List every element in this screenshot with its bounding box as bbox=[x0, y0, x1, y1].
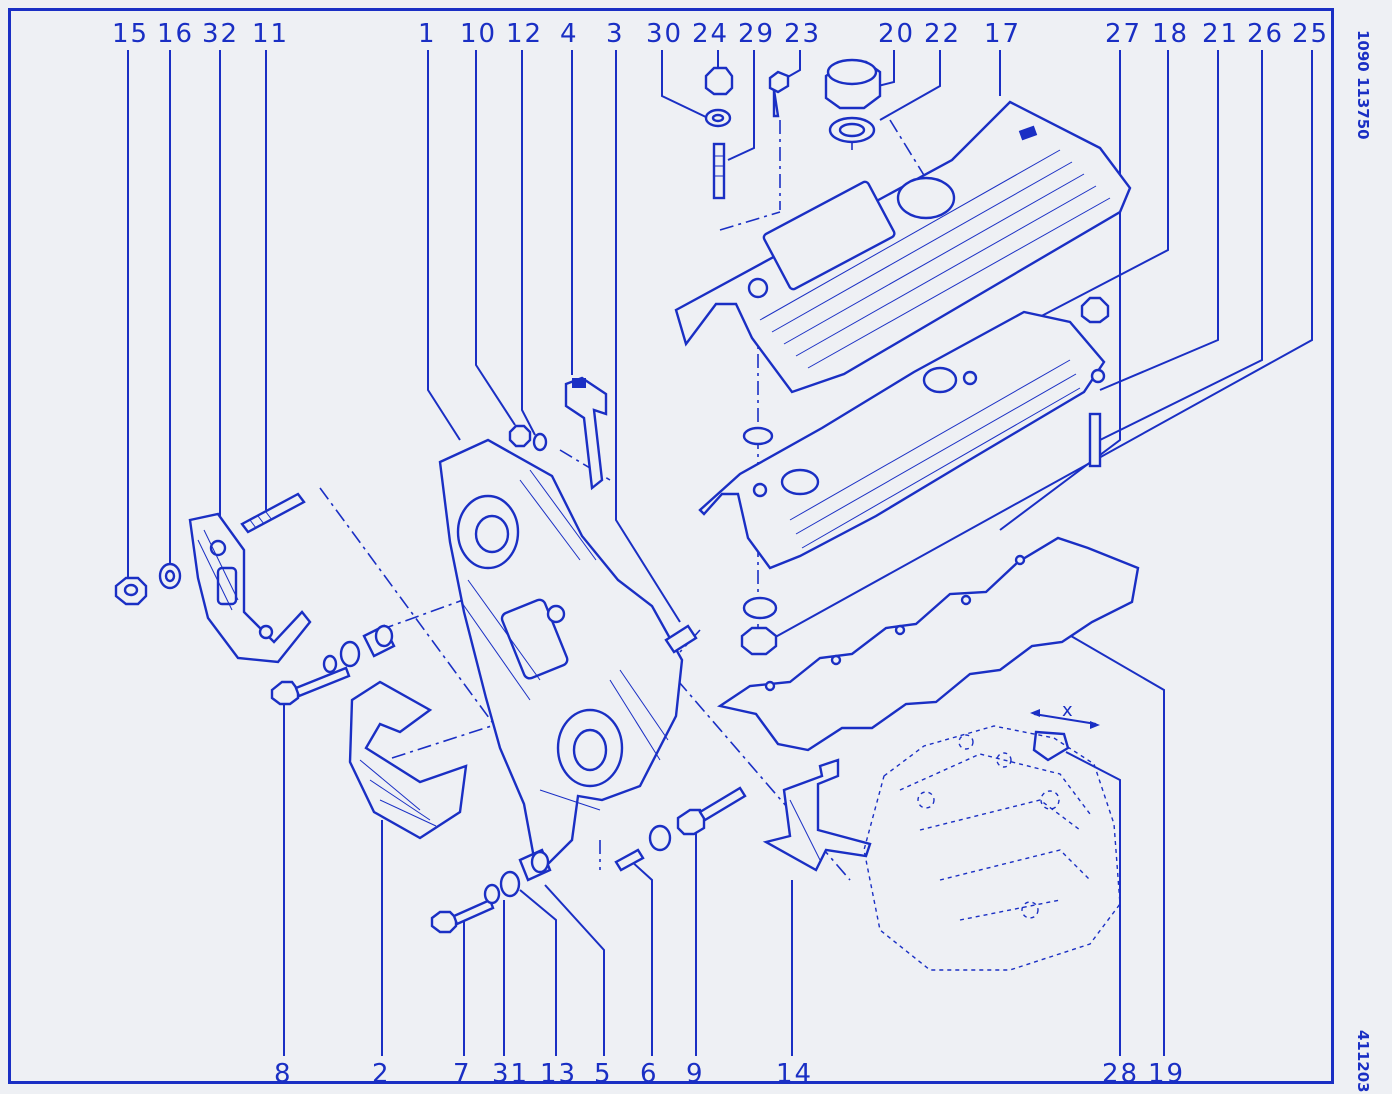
part-7-bolt bbox=[430, 898, 495, 934]
part-32-bracket bbox=[188, 512, 312, 664]
label-3: 3 bbox=[606, 19, 625, 49]
part-1-timing-cover bbox=[438, 438, 684, 866]
engine-block-outline bbox=[863, 725, 1121, 971]
label-23: 23 bbox=[784, 19, 821, 49]
label-19: 19 bbox=[1148, 1059, 1185, 1089]
label-17: 17 bbox=[984, 19, 1021, 49]
label-13: 13 bbox=[540, 1059, 577, 1089]
label-15: 15 bbox=[112, 19, 149, 49]
label-2: 2 bbox=[372, 1059, 391, 1089]
part-16-washer bbox=[158, 562, 182, 590]
part-5-bushing bbox=[518, 848, 552, 882]
label-29: 29 bbox=[738, 19, 775, 49]
part-13-washer bbox=[499, 870, 521, 898]
part-17-valve-cover bbox=[674, 100, 1132, 394]
part-4-bracket bbox=[564, 376, 608, 491]
part-18-inner-cover bbox=[698, 310, 1106, 570]
label-9: 9 bbox=[686, 1059, 705, 1089]
label-22: 22 bbox=[924, 19, 961, 49]
part-25-nut-washer bbox=[740, 596, 778, 656]
label-24: 24 bbox=[692, 19, 729, 49]
part-29-stud bbox=[712, 142, 726, 200]
label-32: 32 bbox=[202, 19, 239, 49]
part-22-seal bbox=[828, 116, 876, 144]
part-28-pad: x bbox=[1030, 700, 1100, 762]
part-9-bolt bbox=[648, 786, 747, 852]
part-21-nut bbox=[1080, 296, 1110, 324]
part-30-washer bbox=[704, 108, 732, 128]
label-25: 25 bbox=[1292, 19, 1329, 49]
side-code-top: 1090 113750 bbox=[1354, 30, 1372, 140]
label-21: 21 bbox=[1202, 19, 1239, 49]
part-12-washer bbox=[532, 432, 548, 452]
label-11: 11 bbox=[252, 19, 289, 49]
label-20: 20 bbox=[878, 19, 915, 49]
part-27-seal bbox=[742, 426, 774, 446]
label-7: 7 bbox=[453, 1059, 472, 1089]
part-2-bracket bbox=[348, 680, 468, 840]
diagram-frame bbox=[8, 8, 1334, 1084]
dimension-x-label: x bbox=[1062, 700, 1075, 721]
label-18: 18 bbox=[1152, 19, 1189, 49]
part-6-pin bbox=[614, 848, 645, 872]
bottom-labels: 8 2 7 31 13 5 6 9 14 28 19 bbox=[274, 1059, 1185, 1089]
leader-lines bbox=[127, 50, 1313, 1056]
part-11-stud bbox=[240, 492, 306, 534]
label-30: 30 bbox=[646, 19, 683, 49]
part-20-oil-cap bbox=[824, 58, 882, 110]
part-15-nut bbox=[114, 576, 148, 606]
label-1: 1 bbox=[418, 19, 437, 49]
part-24-nut bbox=[704, 66, 734, 96]
label-5: 5 bbox=[594, 1059, 613, 1089]
part-19-gasket bbox=[716, 536, 1140, 752]
label-26: 26 bbox=[1247, 19, 1284, 49]
side-code-bottom: 411203 bbox=[1354, 1030, 1372, 1093]
label-4: 4 bbox=[560, 19, 579, 49]
part-23-screw bbox=[768, 70, 790, 118]
label-16: 16 bbox=[157, 19, 194, 49]
label-27: 27 bbox=[1105, 19, 1142, 49]
label-14: 14 bbox=[776, 1059, 813, 1089]
part-31-washer bbox=[483, 883, 501, 905]
label-10: 10 bbox=[460, 19, 497, 49]
part-3-dowel bbox=[664, 624, 698, 654]
label-31: 31 bbox=[492, 1059, 529, 1089]
assembly-axes bbox=[319, 119, 931, 881]
label-8: 8 bbox=[274, 1059, 293, 1089]
part-10-nut bbox=[508, 424, 532, 448]
part-8-bolt bbox=[270, 624, 396, 706]
part-14-bracket bbox=[762, 758, 872, 872]
label-28: 28 bbox=[1102, 1059, 1139, 1089]
top-labels: 15 16 32 11 1 10 12 4 3 30 24 29 23 20 2… bbox=[112, 19, 1329, 49]
label-12: 12 bbox=[506, 19, 543, 49]
part-26-stud bbox=[1088, 412, 1102, 468]
label-6: 6 bbox=[640, 1059, 659, 1089]
